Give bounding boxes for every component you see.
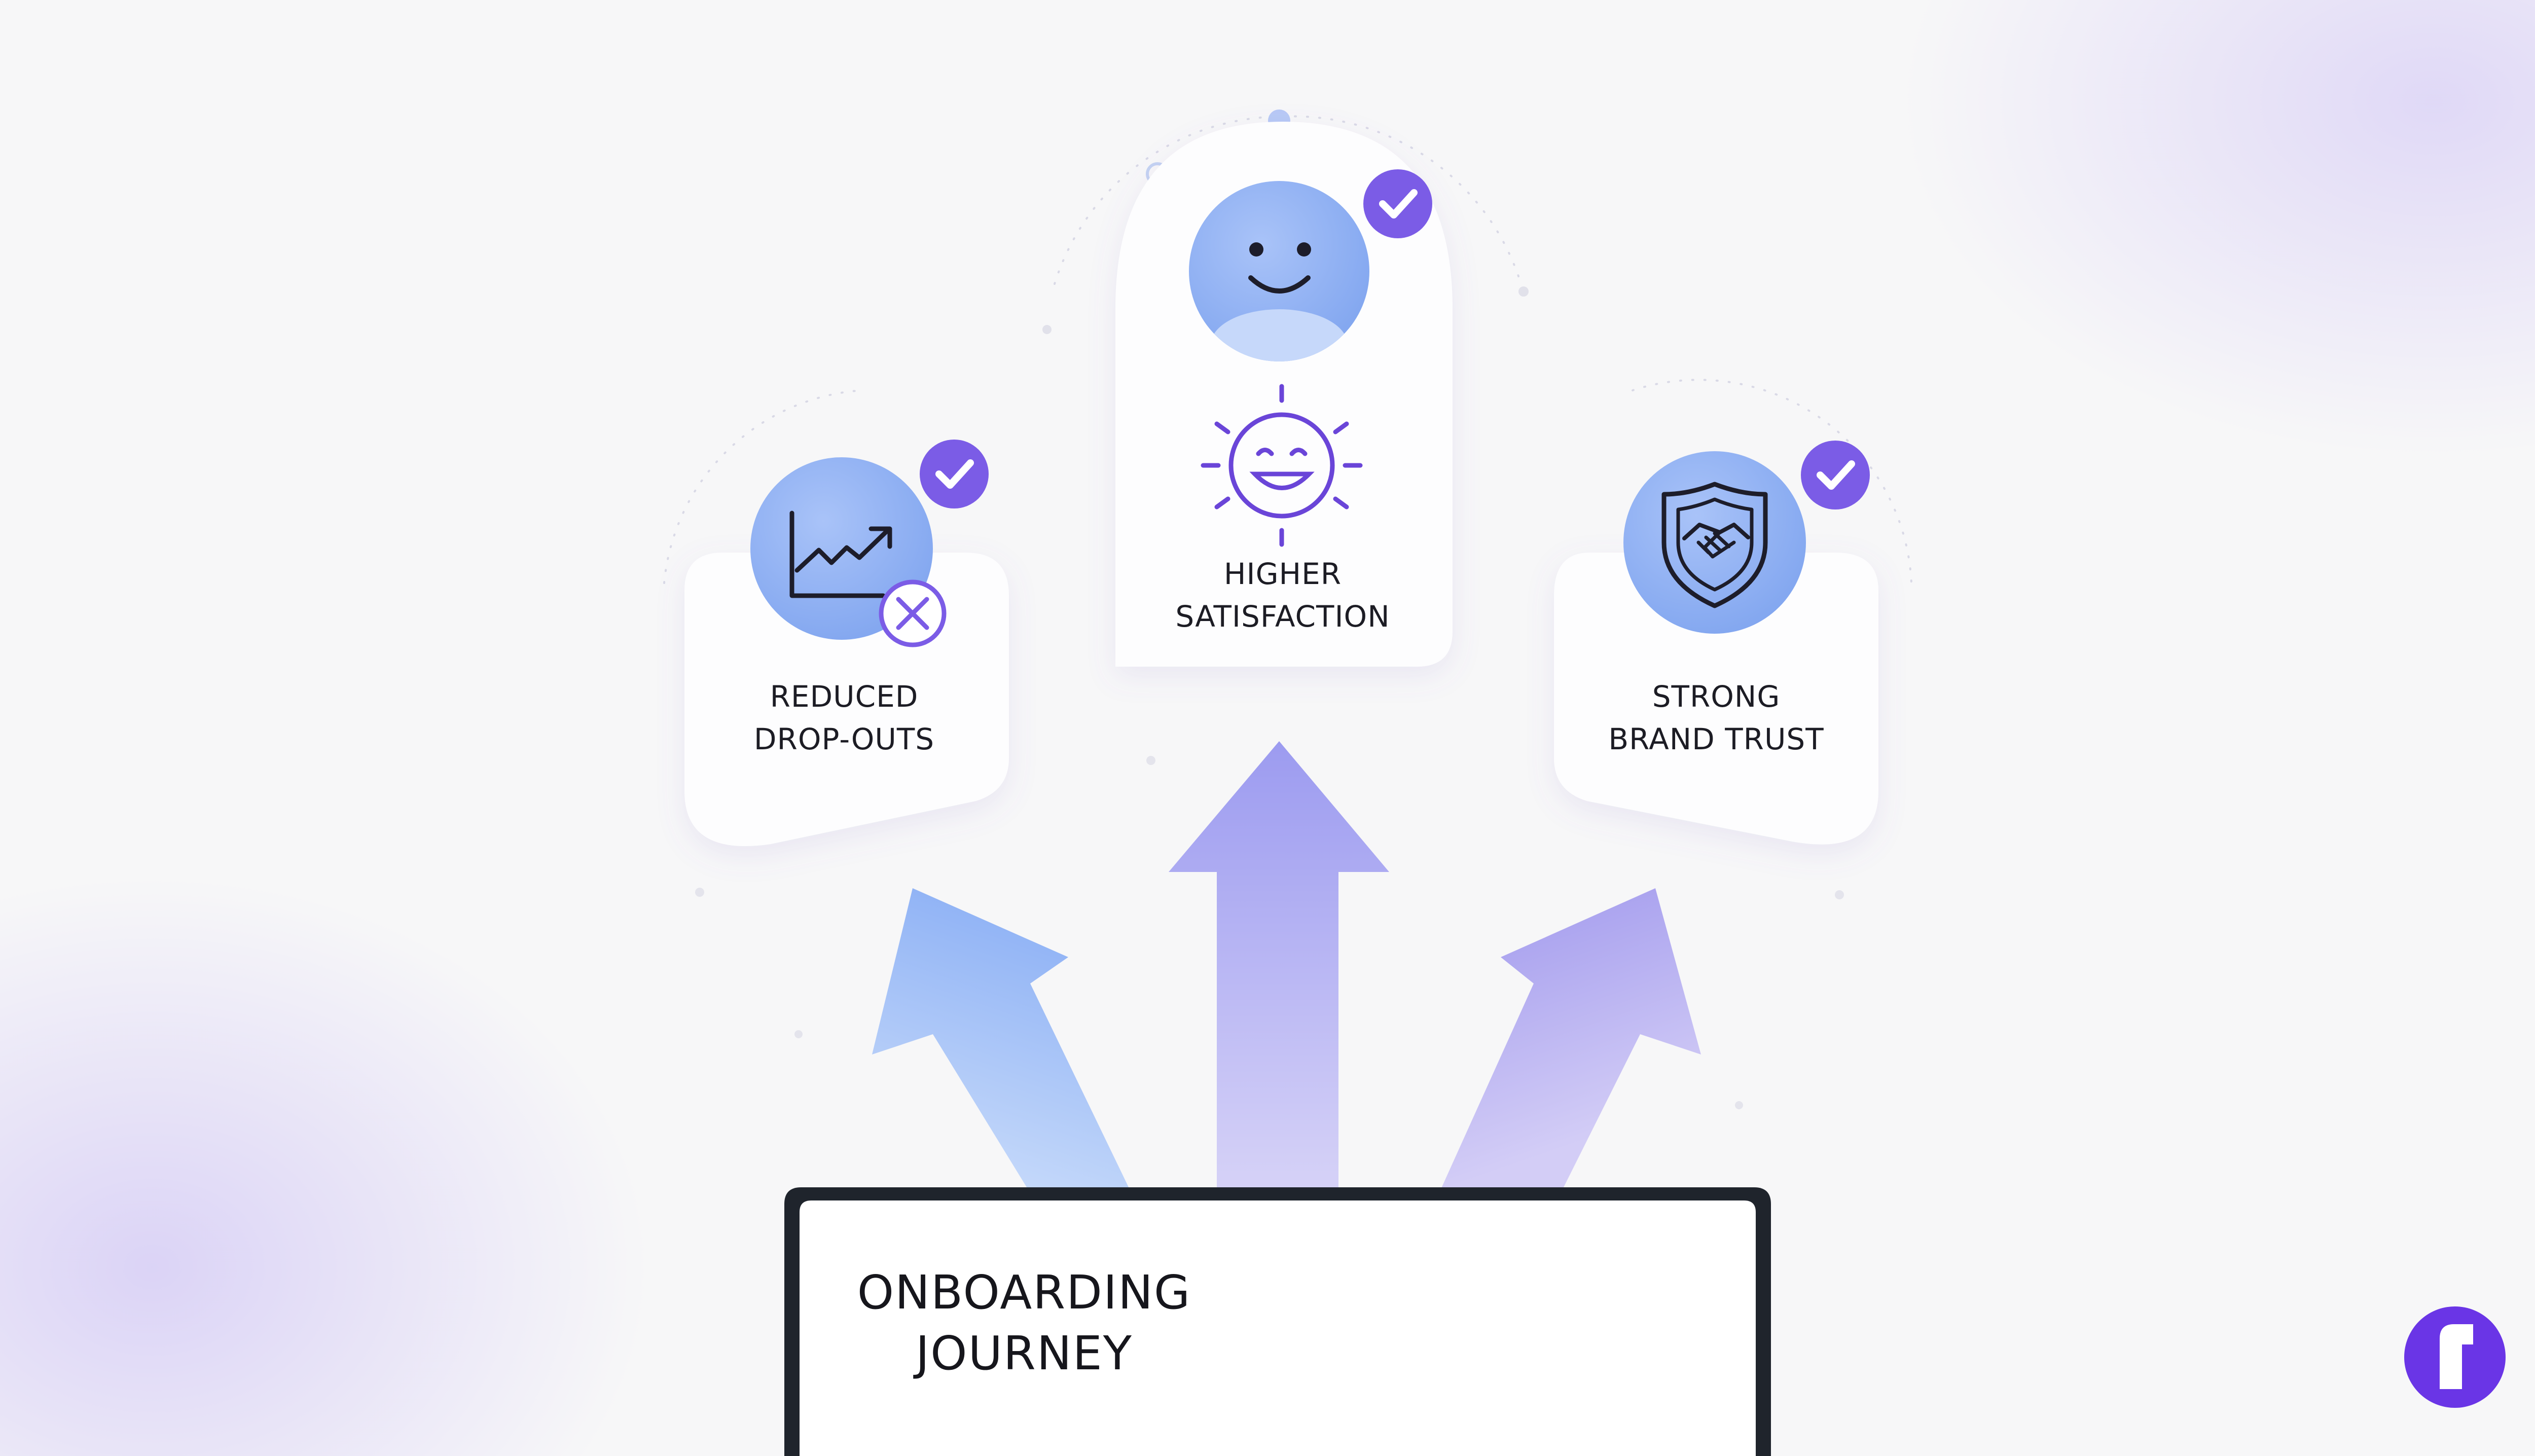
label-line: STRONG: [1652, 679, 1781, 714]
check-badge-reduced: [920, 440, 989, 508]
arrow-left: [872, 888, 1131, 1191]
checkmark-icon: [935, 459, 974, 489]
outcome-arrows: [872, 741, 1701, 1191]
label-line: SATISFACTION: [1175, 599, 1390, 634]
label-line: BRAND TRUST: [1608, 722, 1824, 756]
outcome-card-trust: [1554, 553, 1878, 845]
happy-sun-icon: [1201, 384, 1363, 547]
label-higher-satisfaction: HIGHER SATISFACTION: [1131, 553, 1435, 638]
handshake-shield-icon: [1623, 451, 1806, 634]
brand-logo-icon[interactable]: [2404, 1306, 2506, 1408]
smiley-face-icon: [1189, 181, 1369, 361]
label-line: HIGHER: [1223, 557, 1342, 591]
label-strong-brand-trust: STRONG BRAND TRUST: [1572, 675, 1861, 760]
label-line: JOURNEY: [916, 1326, 1133, 1380]
label-line: REDUCED: [770, 679, 919, 714]
checkmark-icon: [1379, 189, 1418, 219]
arrow-center: [1169, 741, 1389, 1191]
onboarding-journey-label: ONBOARDING JOURNEY: [801, 1262, 1247, 1384]
label-line: DROP-OUTS: [753, 722, 935, 756]
decorative-orbits: [663, 115, 1912, 584]
arrow-right: [1440, 888, 1701, 1191]
checkmark-icon: [1817, 460, 1855, 490]
label-reduced-dropouts: REDUCED DROP-OUTS: [710, 675, 979, 760]
label-line: ONBOARDING: [857, 1265, 1191, 1320]
check-badge-trust: [1801, 441, 1870, 509]
journey-box-panel: [800, 1200, 1756, 1456]
cancel-x-icon: [879, 579, 947, 647]
check-badge-satisfaction: [1363, 169, 1432, 238]
